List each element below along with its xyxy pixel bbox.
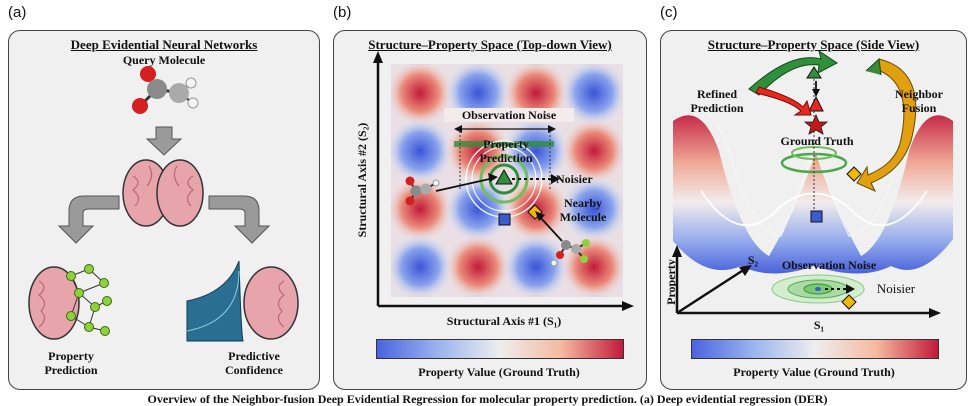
nearby-molecule-label: Nearby Molecule (559, 196, 607, 224)
heat-valley (391, 117, 454, 185)
refine-arrow-top-icon (748, 49, 838, 96)
property-axis-label: Property (664, 259, 678, 305)
down-arrow-icon (145, 126, 183, 156)
heat-valley (502, 117, 570, 185)
heat-peak (560, 117, 623, 185)
heat-peak (618, 75, 623, 111)
x-axis-arrowhead-icon (622, 301, 634, 311)
noisier-arrow-icon (551, 174, 560, 184)
heat-valley (458, 291, 498, 297)
panel-c-diagram (672, 49, 953, 318)
y-axis-arrowhead-icon (373, 51, 383, 63)
brain-distribution-icon (186, 260, 299, 342)
property-prediction-label-b: Property Prediction (479, 137, 533, 165)
heat-peak (391, 175, 454, 243)
heat-peak (444, 233, 512, 297)
heat-valley (391, 233, 454, 297)
observation-noise-label: Observation Noise (444, 108, 574, 122)
heat-valley (618, 249, 623, 285)
ground-truth-label: Ground Truth (780, 134, 854, 148)
observation-noise-label-c: Observation Noise (781, 258, 877, 272)
colorbar-c (691, 339, 939, 359)
left-branch-arrow-icon (57, 195, 120, 244)
heat-valley (560, 64, 623, 127)
panel-a: Deep Evidential Neural Networks Query Mo… (8, 30, 320, 390)
right-branch-arrow-icon (208, 195, 271, 244)
colorbar-b (376, 339, 624, 359)
heat-peak (400, 291, 440, 297)
s2-axis-label: S₂ (747, 253, 759, 267)
heat-valley (560, 175, 623, 243)
heat-peak (460, 64, 496, 69)
heat-valley (502, 233, 570, 297)
panel-b-title: Structure–Property Space (Top-down View) (368, 37, 612, 52)
heat-valley (444, 175, 512, 243)
y-axis-label: Structural Axis #2 (S₂) (355, 122, 369, 238)
query-molecule-icon (132, 66, 199, 114)
property-prediction-label: Property Prediction (44, 349, 98, 377)
panel-a-title: Deep Evidential Neural Networks (70, 37, 258, 52)
brain-graph-icon (28, 264, 112, 340)
heat-valley (574, 291, 614, 297)
heat-valley (402, 64, 438, 69)
noisier-label-c: Noisier (876, 281, 916, 296)
panel-a-tag: (a) (8, 4, 27, 21)
heat-peak (618, 191, 623, 227)
query-molecule-label: Query Molecule (122, 53, 206, 67)
brain-icon-center (122, 159, 204, 227)
ground-truth-star-icon (803, 113, 829, 135)
heat-valley (618, 133, 623, 169)
prediction-triangle-icon (495, 168, 513, 185)
heat-peak (516, 291, 556, 297)
prediction-triangle-c-icon (806, 66, 822, 79)
heat-valley (518, 64, 554, 69)
colorbar-label-b: Property Value (Ground Truth) (418, 365, 580, 379)
panel-b-diagram (373, 51, 634, 311)
nearby-molecule-small-icon (550, 239, 590, 267)
neighbor-diamond-c-icon (846, 166, 862, 182)
refined-prediction-triangle-icon (808, 95, 824, 112)
x-axis-label: Structural Axis #1 (S₁) (446, 314, 562, 328)
colorbar-label-c: Property Value (Ground Truth) (733, 365, 895, 379)
predictive-confidence-label: Predictive Confidence (225, 349, 283, 377)
neighbor-diamond-ground-icon (841, 294, 857, 310)
refined-prediction-label: Refined Prediction (690, 87, 744, 115)
s1-axis-label: S₁ (813, 318, 825, 332)
panel-c-title: Structure–Property Space (Side View) (707, 37, 920, 52)
panel-b-tag: (b) (333, 4, 352, 21)
neighbor-fusion-label: Neighbor Fusion (895, 87, 943, 115)
panel-c: Structure–Property Space (Side View) (660, 30, 967, 390)
neighbor-fusion-arrow-icon (856, 58, 917, 193)
heat-peak (576, 64, 612, 69)
query-square-c-icon (810, 210, 823, 223)
refined-arrow-icon (755, 86, 812, 116)
s2-axis-line (676, 267, 746, 315)
noisier-label-b: Noisier (556, 172, 593, 186)
query-position-square-icon (498, 213, 511, 226)
heat-peak (391, 64, 454, 127)
panel-a-diagram (28, 66, 299, 342)
panel-b: Structure–Property Space (Top-down View) (333, 30, 647, 390)
panel-c-tag: (c) (660, 4, 678, 21)
figure-caption: Overview of the Neighbor-fusion Deep Evi… (147, 392, 828, 406)
query-molecule-small-icon (405, 176, 440, 206)
